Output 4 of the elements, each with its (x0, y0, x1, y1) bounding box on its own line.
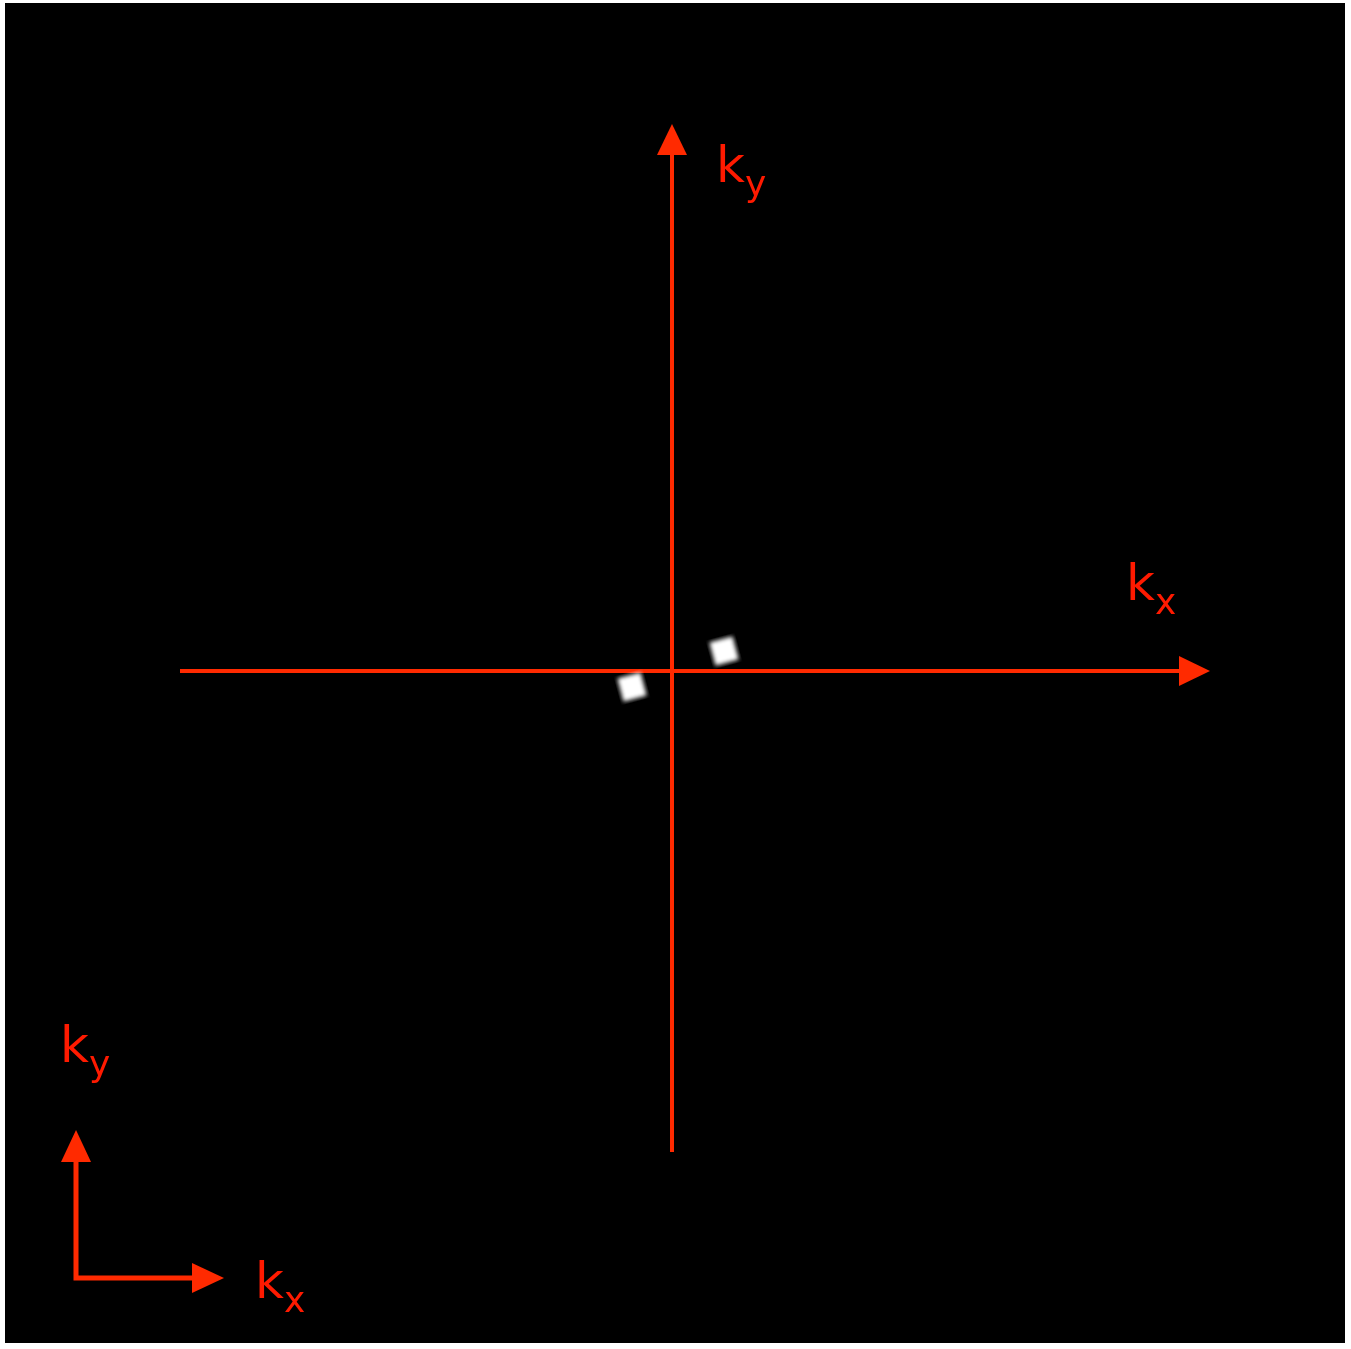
axis-label: k$_{y}$ (60, 1020, 111, 1082)
axis-label: k$_{x}$ (1126, 558, 1177, 620)
axis-label: k$_{y}$ (716, 140, 767, 202)
axis-label: k$_{x}$ (255, 1256, 306, 1318)
